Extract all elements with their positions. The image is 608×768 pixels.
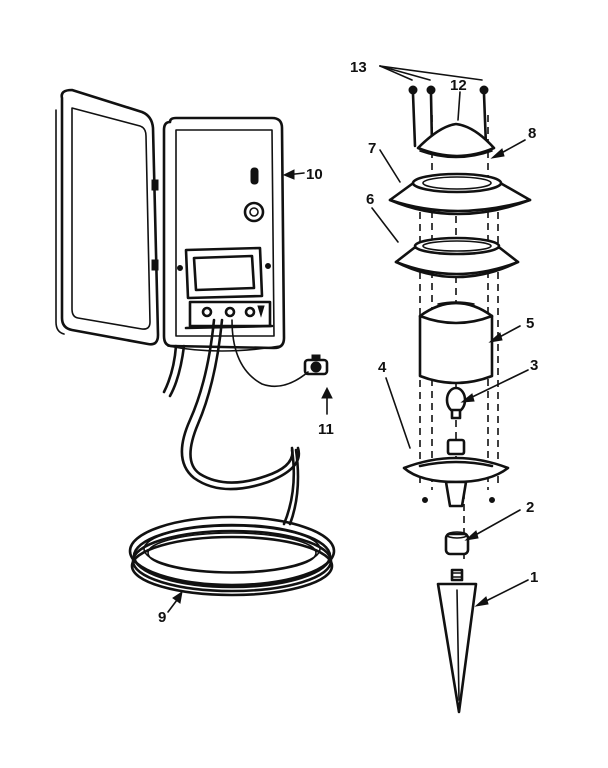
callout-5: 5 <box>526 315 534 332</box>
base-shade <box>402 438 510 508</box>
callout-3: 3 <box>530 357 538 374</box>
callout-1: 1 <box>530 569 538 586</box>
callout-11: 11 <box>318 421 334 438</box>
top-shade <box>388 172 532 216</box>
callout-12: 12 <box>450 77 467 94</box>
top-cap <box>416 122 496 159</box>
ground-stake <box>436 568 478 714</box>
callout-8: 8 <box>528 125 536 142</box>
bulb <box>445 386 467 420</box>
callout-labels: 1 2 3 4 5 6 7 8 9 10 11 12 13 <box>158 59 538 626</box>
callout-4: 4 <box>378 359 387 376</box>
power-cords <box>162 318 309 491</box>
callout-7: 7 <box>368 140 376 157</box>
callout-10: 10 <box>306 166 323 183</box>
lens-cylinder <box>418 301 494 385</box>
leader-lines <box>167 65 529 613</box>
callout-13: 13 <box>350 59 367 76</box>
callout-9: 9 <box>158 609 166 626</box>
cable-coil <box>128 448 336 597</box>
transformer-housing <box>162 116 286 352</box>
middle-shade <box>394 236 520 279</box>
coupler <box>444 531 470 556</box>
transformer-box <box>55 88 286 352</box>
sensor-plug <box>303 354 329 376</box>
callout-6: 6 <box>366 191 374 208</box>
callout-2: 2 <box>526 499 534 516</box>
transformer-lid <box>55 88 160 346</box>
lamp-assembly <box>388 85 532 714</box>
